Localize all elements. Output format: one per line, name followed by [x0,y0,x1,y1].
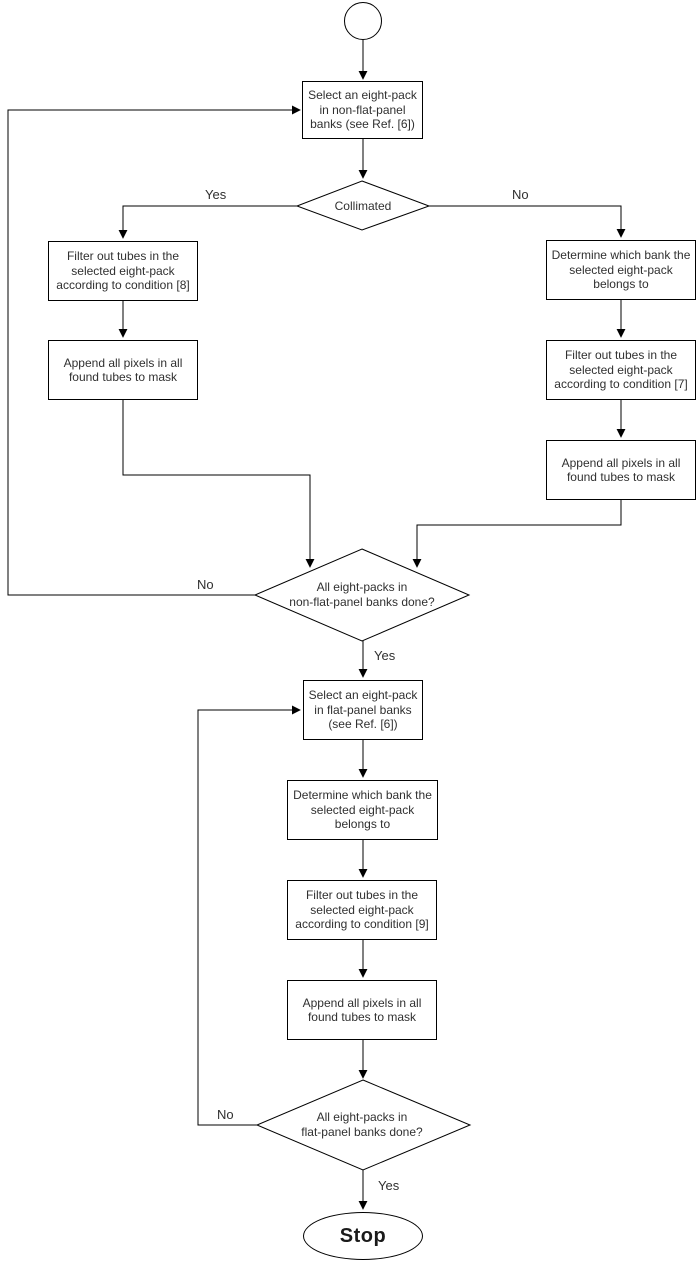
node-filter-condition-8[interactable]: Filter out tubes in the selected eight-p… [48,241,198,301]
edge-collimated-yes [118,205,297,239]
edge-flat-done-no-loop [197,705,301,1126]
node-collimated-shape[interactable] [295,180,431,231]
edge-label-nonflat-done-yes: Yes [374,648,396,663]
node-append-mask-flat[interactable]: Append all pixels in all found tubes to … [287,980,437,1040]
stop-node[interactable]: Stop [303,1212,423,1260]
start-node[interactable] [344,2,382,40]
node-determine-bank[interactable]: Determine which bank the selected eight-… [546,240,696,300]
edge-label-nonflat-done-no: No [197,577,214,592]
edge-label-flat-done-no: No [217,1107,234,1122]
node-filter-condition-9[interactable]: Filter out tubes in the selected eight-p… [287,880,437,940]
node-flat-done-shape[interactable] [255,1079,472,1171]
edge-append-left-to-nonflat-done [122,400,315,568]
node-append-mask-left[interactable]: Append all pixels in all found tubes to … [48,340,198,400]
edge-label-flat-done-yes: Yes [378,1178,400,1193]
node-filter-condition-7[interactable]: Filter out tubes in the selected eight-p… [546,340,696,400]
edge-label-collimated-yes: Yes [205,187,227,202]
edge-label-collimated-no: No [512,187,529,202]
node-append-mask-right[interactable]: Append all pixels in all found tubes to … [546,440,696,500]
edge-append-right-to-nonflat-done [412,500,622,568]
edge-collimated-no [429,205,626,238]
node-nonflat-done-shape[interactable] [253,548,471,642]
edge-nonflat-done-no-loop [7,105,301,596]
node-select-non-flat-pack[interactable]: Select an eight-pack in non-flat-panel b… [302,81,423,139]
node-determine-bank-flat[interactable]: Determine which bank the selected eight-… [287,780,438,840]
node-select-flat-pack[interactable]: Select an eight-pack in flat-panel banks… [303,680,423,740]
